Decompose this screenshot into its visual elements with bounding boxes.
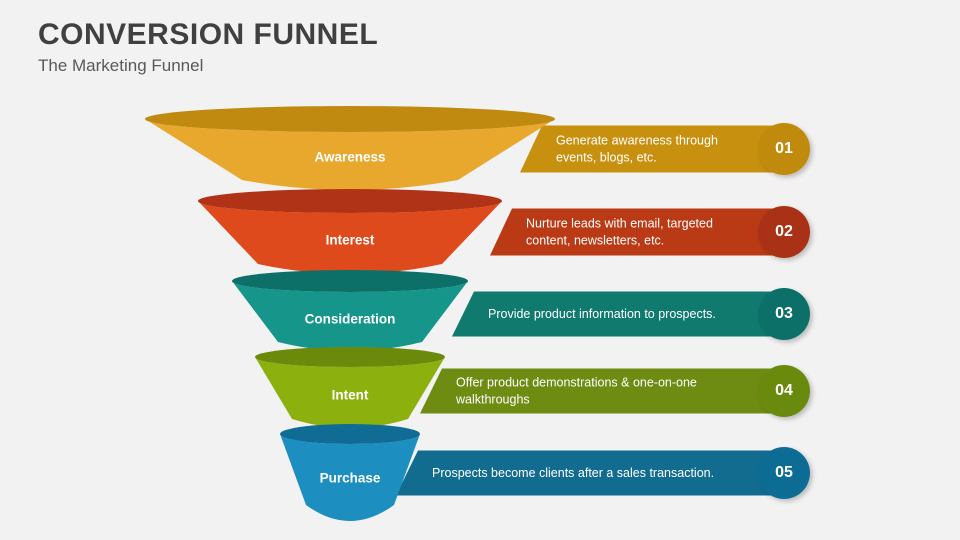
callout-bar[interactable] <box>520 125 782 173</box>
funnel-cones-group <box>145 106 555 521</box>
funnel-stage-cone[interactable] <box>280 424 420 521</box>
page-title: CONVERSION FUNNEL <box>38 18 379 51</box>
cone-body <box>280 434 420 521</box>
cone-top-rim <box>280 424 420 444</box>
cone-top-rim <box>232 270 468 292</box>
cone-body <box>145 119 555 190</box>
cone-body <box>198 201 502 274</box>
stage-number-badge[interactable] <box>758 447 810 499</box>
stage-number-badge[interactable] <box>758 123 810 175</box>
cone-top-rim <box>198 189 502 213</box>
cone-top-rim <box>255 347 445 367</box>
stage-number-badge[interactable] <box>758 206 810 258</box>
cone-body <box>232 281 468 351</box>
callout-bar[interactable] <box>452 291 782 337</box>
page-subtitle: The Marketing Funnel <box>38 56 204 75</box>
cone-top-rim <box>145 106 555 132</box>
funnel-stage-cone[interactable] <box>232 270 468 351</box>
funnel-stage-cone[interactable] <box>145 106 555 190</box>
stage-number-badge[interactable] <box>758 365 810 417</box>
callout-bar[interactable] <box>396 450 782 496</box>
callout-bar[interactable] <box>420 368 782 414</box>
funnel-stage-cone[interactable] <box>255 347 445 428</box>
stage-number-badge[interactable] <box>758 288 810 340</box>
callout-bar[interactable] <box>490 208 782 256</box>
cone-body <box>255 357 445 428</box>
funnel-stage-cone[interactable] <box>198 189 502 274</box>
callout-bars-group <box>396 123 810 499</box>
slide-header: CONVERSION FUNNEL The Marketing Funnel <box>38 18 738 76</box>
